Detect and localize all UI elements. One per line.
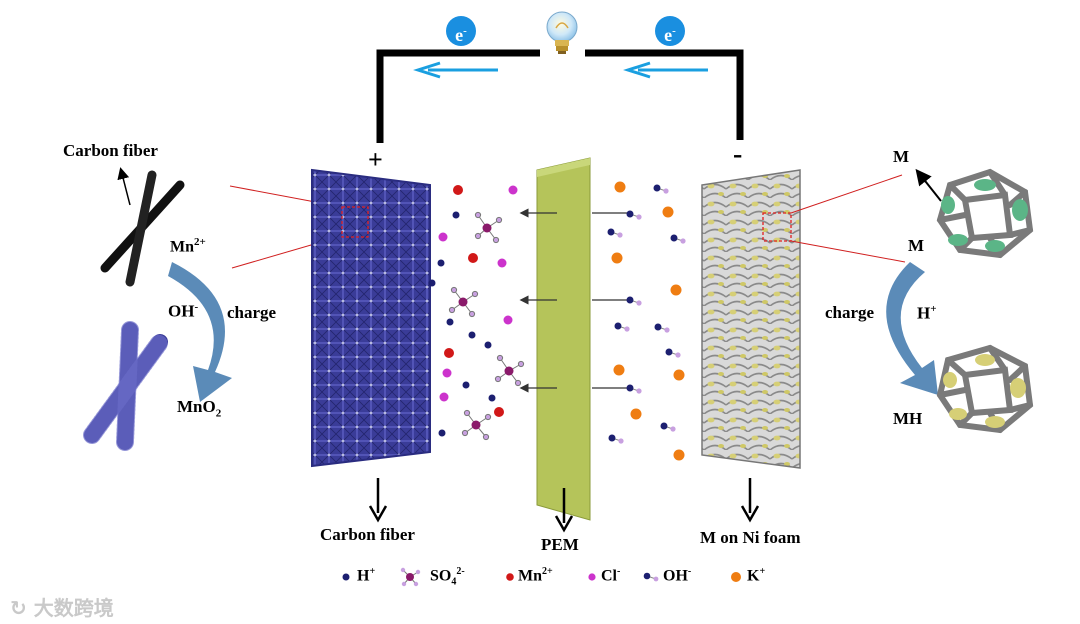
legend-h-charge: + [369, 566, 376, 577]
m-on-ni-foam-label: M on Ni foam [700, 528, 801, 547]
oh-pair [660, 422, 676, 432]
electron-charge: - [672, 25, 676, 37]
mn-ion-charge: 2+ [194, 236, 206, 248]
metal-hydride-cage-mh [936, 344, 1034, 434]
m-top-label: M [893, 147, 910, 166]
legend-mn-charge: 2+ [542, 566, 553, 577]
electrolyte-left [428, 185, 525, 441]
mn-ion-label: Mn2+ [170, 236, 206, 256]
external-circuit [376, 49, 744, 143]
watermark-text: 大数跨境 [33, 596, 114, 620]
so4-cluster [494, 354, 525, 387]
lightbulb-icon [546, 11, 578, 54]
carbon-fiber-component-label: Carbon fiber [320, 525, 415, 544]
oh-pair [670, 234, 686, 244]
left-charge-label: charge [227, 303, 277, 322]
legend-so4-symbol: SO [430, 567, 452, 585]
component-label-arrows [368, 478, 760, 533]
oh-pair [665, 348, 681, 358]
oh-pair [653, 184, 669, 194]
metal-hydride-cage-m [915, 168, 1034, 259]
oh-pair [608, 434, 624, 444]
mno2-symbol: MnO [177, 397, 216, 416]
electron-badge-left: e- [446, 16, 476, 46]
pem-label: PEM [541, 535, 579, 554]
right-zoom-lines [790, 174, 906, 263]
ion-transport-arrows [519, 208, 630, 393]
h-symbol: H [917, 303, 931, 323]
legend-cl-charge: - [617, 566, 621, 577]
electron-symbol: e [455, 25, 464, 45]
oh-pair [626, 384, 642, 394]
so4-cluster [474, 211, 503, 244]
electron-charge: - [463, 25, 467, 37]
legend-k-charge: + [759, 566, 766, 577]
so4-cluster [448, 286, 479, 318]
legend-oh: OH- [663, 566, 691, 585]
ni-foam-electrode [701, 169, 801, 469]
carbon-fiber-electrode [311, 168, 431, 468]
oh-charge: - [194, 301, 199, 313]
carbon-fiber-label: Carbon fiber [63, 141, 158, 160]
m-mid-label: M [908, 236, 925, 255]
carbon-fiber-rods [100, 167, 185, 287]
oh-symbol: OH [168, 301, 195, 321]
legend-oh-symbol: OH [663, 567, 688, 585]
positive-terminal: + [368, 145, 383, 174]
right-charge-arrow [886, 262, 938, 395]
electron-badge-right: e- [655, 16, 685, 46]
oh-pair [607, 228, 623, 238]
mno2-label: MnO2 [177, 397, 221, 419]
h-charge: + [930, 303, 937, 315]
mno2-coated-fiber [83, 321, 169, 451]
mh-label: MH [893, 409, 923, 428]
negative-terminal: - [733, 139, 743, 170]
electrolyte-right [607, 181, 686, 461]
right-charge-label: charge [825, 303, 875, 322]
legend-mn-symbol: Mn [518, 567, 542, 585]
legend-so4-subscript: 4 [451, 576, 457, 588]
electron-symbol: e [664, 25, 673, 45]
legend-so4-charge: 2- [456, 566, 465, 577]
legend-k-symbol: K [747, 567, 760, 585]
oh-label: OH- [168, 301, 198, 322]
watermark: ↻ 大数跨境 [10, 592, 114, 621]
legend-oh-charge: - [687, 566, 692, 577]
mn-ion-symbol: Mn [170, 238, 194, 256]
legend-h: H+ [357, 566, 375, 585]
so4-cluster [461, 409, 492, 441]
h-label: H+ [917, 303, 937, 324]
legend-k: K+ [747, 566, 765, 585]
oh-pair [626, 210, 642, 220]
legend-symbols [342, 567, 741, 587]
watermark-logo-icon: ↻ [10, 596, 27, 620]
oh-pair [654, 323, 670, 333]
legend-cl: Cl- [601, 566, 620, 585]
oh-pair [626, 296, 642, 306]
mno2-subscript: 2 [215, 407, 222, 420]
oh-pair [614, 322, 630, 332]
legend-h-symbol: H [357, 567, 370, 585]
legend-mn: Mn2+ [518, 566, 553, 585]
legend-so4: SO42- [430, 566, 465, 588]
legend-cl-symbol: Cl [601, 567, 617, 585]
left-charge-arrow [168, 262, 232, 402]
pem-membrane [536, 157, 591, 521]
